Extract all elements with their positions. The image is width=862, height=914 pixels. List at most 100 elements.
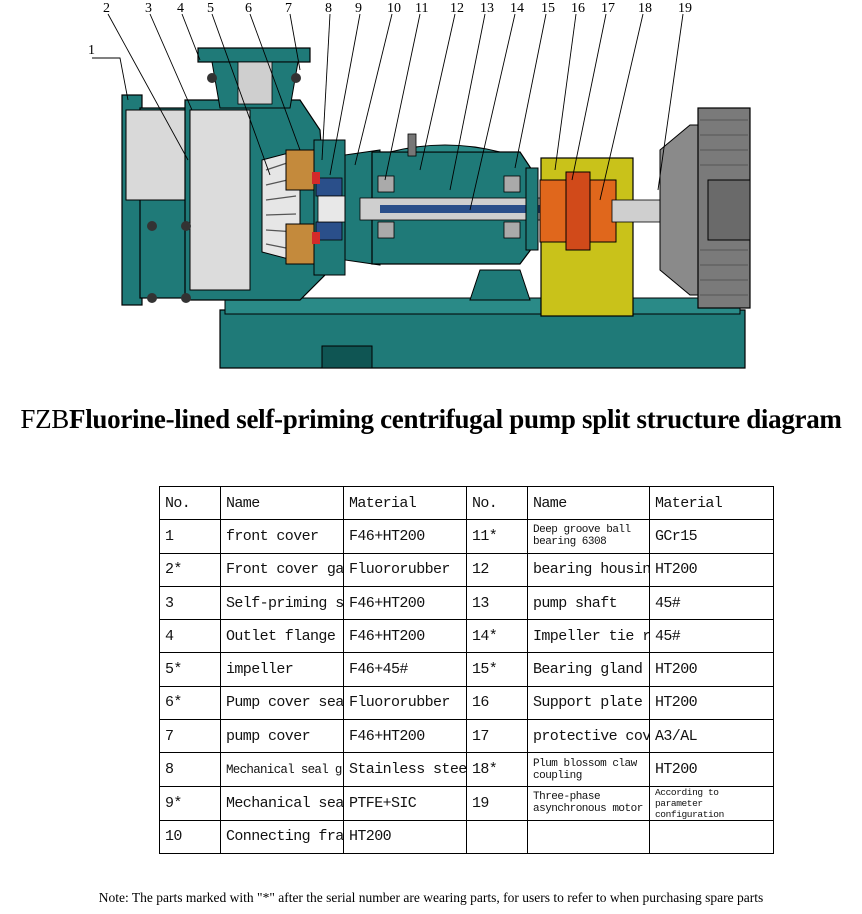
seal-red	[312, 232, 320, 244]
part-number-cell: 8	[159, 752, 221, 787]
bolt	[181, 221, 191, 231]
part-name-cell: pump cover	[220, 719, 344, 754]
part-number-cell: 10	[159, 819, 221, 854]
pump-cover-seal	[285, 149, 317, 191]
callout-number: 9	[355, 1, 362, 16]
part-material-cell: A3/AL	[649, 719, 774, 754]
coupling	[539, 179, 569, 243]
part-material-cell: HT200	[649, 552, 774, 587]
part-material-cell: F46+45#	[343, 652, 467, 687]
bolt	[291, 73, 301, 83]
part-number-cell: 2*	[159, 552, 221, 587]
header-material: Material	[343, 485, 467, 521]
bearing-housing-top	[389, 144, 501, 153]
part-name-cell: protective cover	[527, 719, 650, 754]
part-name-cell: Plum blossom claw coupling	[527, 752, 650, 787]
motor-fins	[700, 119, 748, 296]
header-no: No.	[466, 485, 528, 521]
part-number-cell: 4	[159, 619, 221, 654]
part-name-cell: pump shaft	[527, 585, 650, 621]
bolt	[207, 73, 217, 83]
part-material-cell: 45#	[649, 585, 774, 621]
diagram-title: FZBFluorine-lined self-priming centrifug…	[0, 404, 862, 435]
title-main: Fluorine-lined self-priming centrifugal …	[69, 404, 842, 434]
leader-lines	[92, 13, 684, 211]
part-number-cell	[466, 819, 528, 854]
part-material-cell: F46+HT200	[343, 519, 467, 554]
part-name-cell: Self-priming shell	[220, 585, 344, 621]
part-number-cell: 5*	[159, 652, 221, 687]
callout-number: 16	[571, 1, 585, 16]
callout-number: 2	[103, 1, 110, 16]
callout-number: 8	[325, 1, 332, 16]
part-name-cell: Front cover gasket	[220, 552, 344, 587]
bolt	[147, 293, 157, 303]
inlet-liner	[125, 109, 187, 201]
callout-number: 18	[638, 1, 652, 16]
part-number-cell: 3	[159, 585, 221, 621]
callout-number: 12	[450, 1, 464, 16]
callout-number: 13	[480, 1, 494, 16]
part-material-cell: HT200	[649, 652, 774, 687]
part-number-cell: 17	[466, 719, 528, 754]
callout-number: 3	[145, 1, 152, 16]
note-text: Note: The parts marked with "*" after th…	[98, 890, 764, 905]
header-name: Name	[220, 485, 344, 521]
part-name-cell: Mechanical seal gland	[220, 752, 344, 787]
pump-cover-seal	[285, 223, 317, 265]
part-material-cell: HT200	[649, 685, 774, 721]
part-name-cell: Deep groove ball bearing 6308	[527, 519, 650, 554]
bearing	[377, 221, 395, 239]
callout-number: 17	[601, 1, 615, 16]
part-material-cell: F46+HT200	[343, 619, 467, 654]
header-material: Material	[649, 485, 774, 521]
callout-number: 4	[177, 1, 184, 16]
base-foot-slot	[321, 345, 373, 369]
table-row: 9*Mechanical sealsPTFE+SIC19Three-phase …	[159, 785, 774, 821]
callout-number: 10	[387, 1, 401, 16]
bearing	[503, 221, 521, 239]
part-material-cell: PTFE+SIC	[343, 785, 467, 821]
part-number-cell: 18*	[466, 752, 528, 787]
header-name: Name	[527, 485, 650, 521]
part-material-cell: F46+HT200	[343, 585, 467, 621]
part-name-cell: Support plate	[527, 685, 650, 721]
part-material-cell: Stainless steel	[343, 752, 467, 787]
part-material-cell: 45#	[649, 619, 774, 654]
part-name-cell: Connecting frame	[220, 819, 344, 854]
header-no: No.	[159, 485, 221, 521]
part-number-cell: 12	[466, 552, 528, 587]
callout-number: 19	[678, 1, 692, 16]
part-name-cell: Bearing gland	[527, 652, 650, 687]
bolt	[147, 221, 157, 231]
shell-liner	[189, 109, 251, 291]
bearing	[377, 175, 395, 193]
table-row: 2*Front cover gasketFluororubber12bearin…	[159, 552, 774, 587]
part-number-cell: 1	[159, 519, 221, 554]
bearing	[503, 175, 521, 193]
callout-number: 11	[415, 1, 428, 16]
part-material-cell: F46+HT200	[343, 719, 467, 754]
base-frame	[219, 309, 746, 369]
seal-red	[312, 172, 320, 184]
part-name-cell: Three-phase asynchronous motor	[527, 785, 650, 821]
part-name-cell	[527, 819, 650, 854]
part-material-cell	[649, 819, 774, 854]
part-material-cell: According to parameter configuration	[649, 785, 774, 821]
title-prefix: FZB	[20, 404, 70, 434]
part-name-cell: front cover	[220, 519, 344, 554]
impeller-blades	[265, 159, 297, 251]
part-number-cell: 11*	[466, 519, 528, 554]
part-number-cell: 16	[466, 685, 528, 721]
part-name-cell: Mechanical seals	[220, 785, 344, 821]
part-number-cell: 6*	[159, 685, 221, 721]
